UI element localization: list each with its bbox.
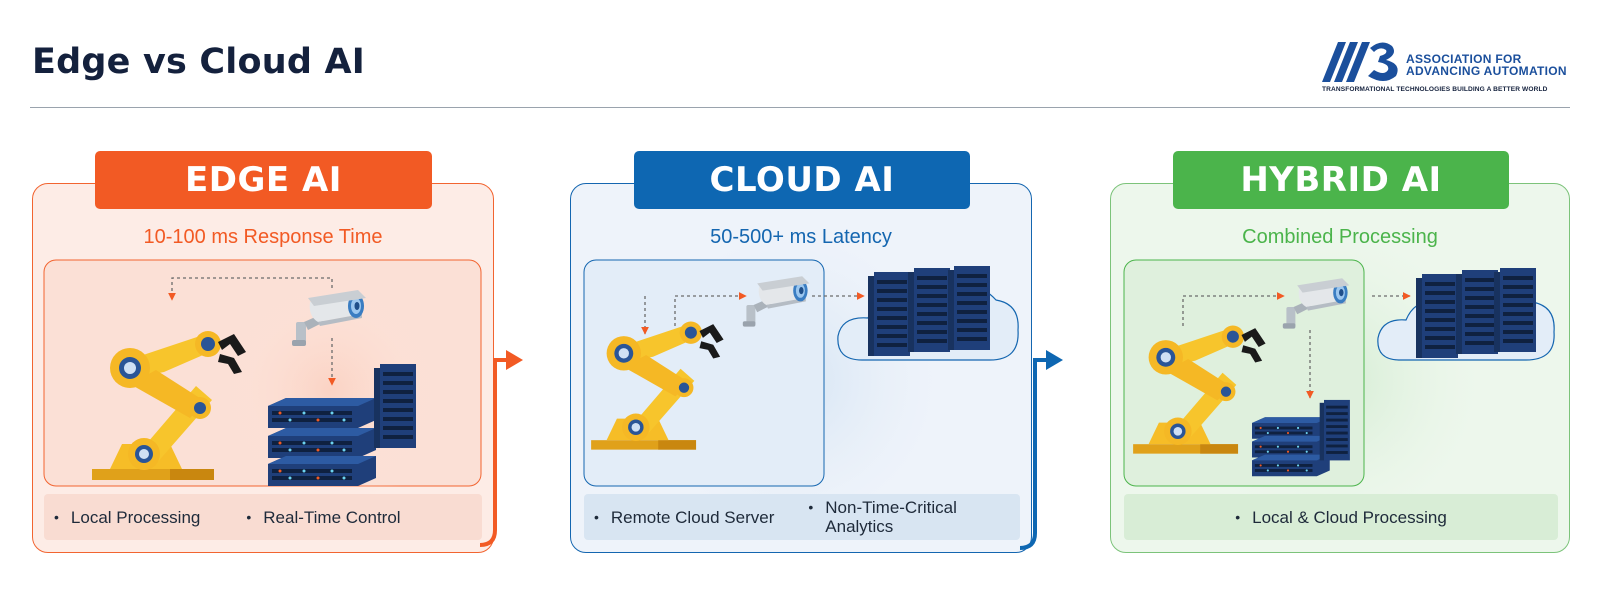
logo-line-1: ASSOCIATION FOR	[1406, 52, 1522, 66]
hybrid-ai-subtitle: Combined Processing	[1242, 226, 1438, 248]
server-rack-icon	[868, 266, 990, 356]
edge-flow-arrow-icon	[479, 358, 508, 547]
bullet-icon: •	[808, 499, 814, 515]
feature-item: • Local & Cloud Processing	[1235, 508, 1447, 527]
a3-logo-mark-icon	[1322, 42, 1398, 82]
feature-label-line-2: Analytics	[825, 517, 894, 536]
feature-label-line-1: Non-Time-Critical	[825, 498, 957, 517]
cloud-flow-arrow-icon	[1019, 358, 1048, 550]
feature-item: • Non-Time-Critical Analytics	[808, 498, 957, 536]
edge-ai-subtitle: 10-100 ms Response Time	[143, 226, 383, 248]
a3-logo: ASSOCIATION FOR ADVANCING AUTOMATION TRA…	[1322, 40, 1572, 100]
edge-ai-title: EDGE AI	[95, 151, 432, 209]
cloud-ai-features: • Remote Cloud Server • Non-Time-Critica…	[584, 494, 1020, 540]
logo-tagline: TRANSFORMATIONAL TECHNOLOGIES BUILDING A…	[1322, 86, 1548, 93]
page-title: Edge vs Cloud AI	[32, 42, 365, 82]
feature-label: Non-Time-Critical Analytics	[825, 498, 957, 536]
hybrid-ai-title: HYBRID AI	[1173, 151, 1509, 209]
flow-arrow-icon	[674, 292, 747, 326]
logo-line-2: ADVANCING AUTOMATION	[1406, 64, 1567, 78]
edge-illustration	[43, 259, 482, 510]
edge-ai-features: • Local Processing • Real-Time Control	[44, 494, 482, 540]
cloud-ai-subtitle: 50-500+ ms Latency	[710, 226, 892, 248]
bullet-icon: •	[54, 508, 59, 525]
feature-item: • Local Processing	[54, 508, 200, 527]
flow-arrow-icon	[1182, 292, 1285, 326]
hybrid-ai-features: • Local & Cloud Processing	[1124, 494, 1558, 540]
header-divider	[30, 107, 1570, 108]
feature-item: • Remote Cloud Server	[594, 508, 774, 527]
feature-label: Local & Cloud Processing	[1252, 507, 1447, 527]
bullet-icon: •	[1235, 508, 1241, 525]
flow-arrow-icon	[168, 277, 333, 301]
feature-label: Real-Time Control	[263, 507, 401, 527]
bullet-icon: •	[594, 508, 599, 525]
cloud-ai-title: CLOUD AI	[634, 151, 970, 209]
feature-label: Remote Cloud Server	[610, 507, 775, 527]
server-rack-icon	[1416, 268, 1536, 358]
feature-label: Local Processing	[70, 507, 201, 527]
hybrid-illustration	[1123, 230, 1555, 530]
bullet-icon: •	[246, 508, 252, 525]
feature-item: • Real-Time Control	[246, 508, 400, 527]
cloud-illustration	[583, 230, 1019, 530]
